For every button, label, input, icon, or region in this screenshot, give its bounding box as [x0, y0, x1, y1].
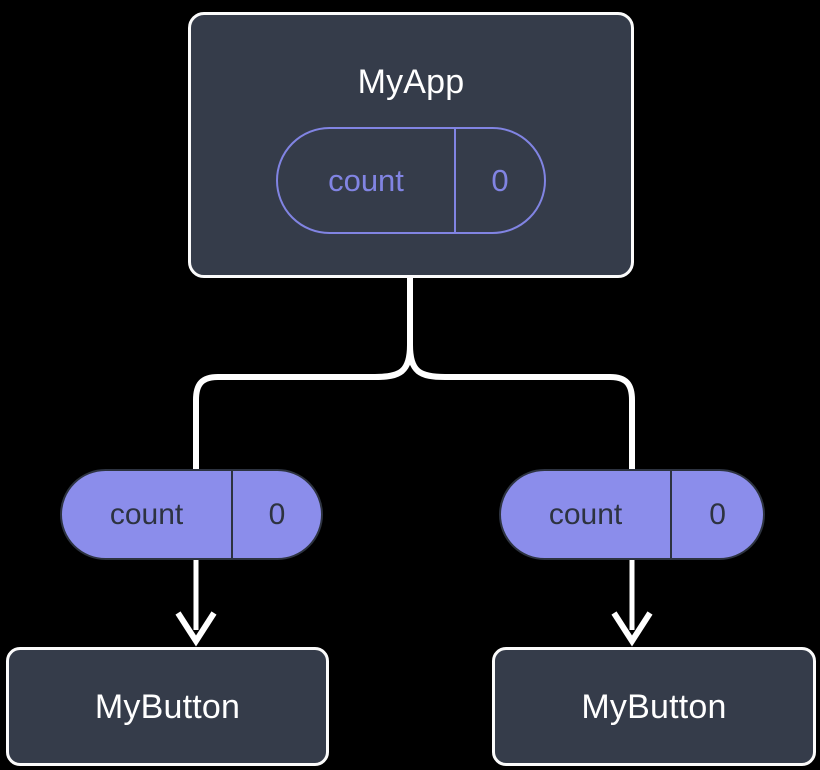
- state-pill-key: count: [328, 163, 404, 198]
- node-mybutton-right-label: MyButton: [581, 687, 727, 726]
- state-pill-value: 0: [231, 471, 321, 558]
- edge-fork-left: [193, 344, 413, 469]
- state-pill-key: count: [109, 497, 184, 531]
- state-pill-myapp-count[interactable]: count 0: [276, 127, 546, 234]
- state-pill-key: count: [548, 497, 623, 531]
- arrowhead-left: [175, 611, 217, 647]
- state-pill-left-count[interactable]: count 0: [60, 469, 323, 560]
- state-pill-value: 0: [670, 471, 763, 558]
- arrowhead-right: [611, 611, 653, 647]
- state-pill-value: 0: [454, 129, 544, 232]
- edge-fork-right: [407, 344, 635, 469]
- state-pill-right-count[interactable]: count 0: [499, 469, 765, 560]
- node-mybutton-right[interactable]: MyButton: [492, 647, 816, 766]
- node-myapp-label: MyApp: [357, 63, 465, 101]
- node-mybutton-left[interactable]: MyButton: [6, 647, 329, 766]
- node-mybutton-left-label: MyButton: [94, 687, 241, 726]
